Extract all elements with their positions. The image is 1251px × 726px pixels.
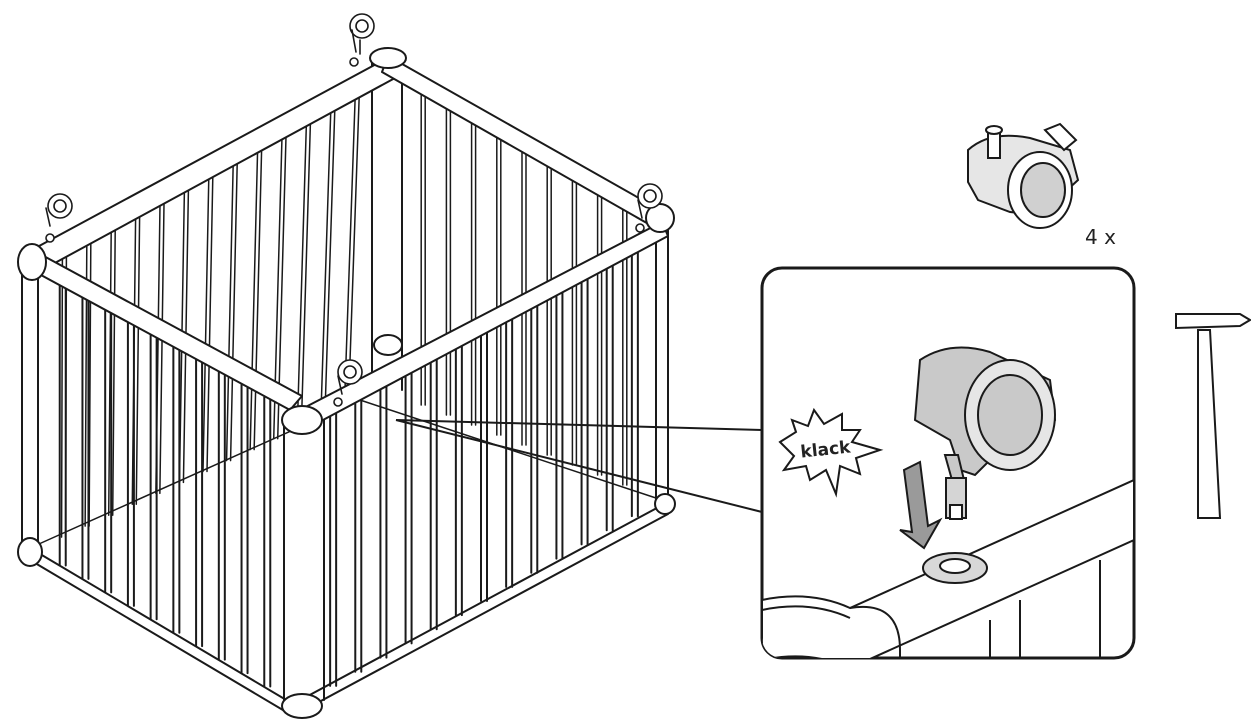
arrow-down-icon: [899, 460, 943, 550]
playpen-bar: [343, 84, 357, 407]
playpen-bar: [324, 98, 336, 418]
playpen-bar: [296, 111, 308, 429]
playpen-corner-joints: [17, 47, 676, 719]
playpen: [17, 13, 676, 719]
playpen-bar: [253, 139, 263, 451]
playpen-bar: [320, 98, 332, 418]
detail-callout-lines: [395, 419, 763, 513]
playpen-bar: [107, 220, 113, 516]
detail-box: klack: [760, 266, 1136, 660]
playpen-bar: [225, 152, 235, 462]
caster-wheel-icon: [45, 13, 663, 407]
playpen-bar: [347, 84, 361, 407]
playpen-bar: [202, 166, 210, 473]
hammer-icon: [1175, 313, 1251, 519]
playpen-front-post: [283, 419, 325, 705]
playpen-bar: [229, 152, 239, 462]
parts-caster: 4 x: [967, 122, 1116, 249]
playpen-left-post: [21, 264, 39, 553]
playpen-bar: [60, 247, 64, 538]
klack-burst: klack: [778, 407, 884, 498]
caster-wheel-icon: [913, 346, 1057, 520]
playpen-front-right-bars: [329, 248, 639, 687]
playpen-back-right-bars: [420, 85, 628, 486]
playpen-front-left-bars: [58, 281, 272, 688]
caster-wheel-icon: [967, 122, 1080, 229]
playpen-bar: [206, 166, 214, 473]
playpen-bar: [182, 179, 190, 484]
playpen-bar: [135, 206, 141, 506]
playpen-bar: [249, 139, 259, 451]
playpen-back-post: [371, 61, 403, 391]
playpen-top-rail: [27, 55, 669, 429]
playpen-bar: [300, 111, 312, 429]
playpen-bar: [111, 220, 117, 516]
playpen-right-post: [655, 224, 669, 506]
caster-quantity: 4 x: [1085, 225, 1116, 249]
playpen-bar: [159, 193, 165, 495]
